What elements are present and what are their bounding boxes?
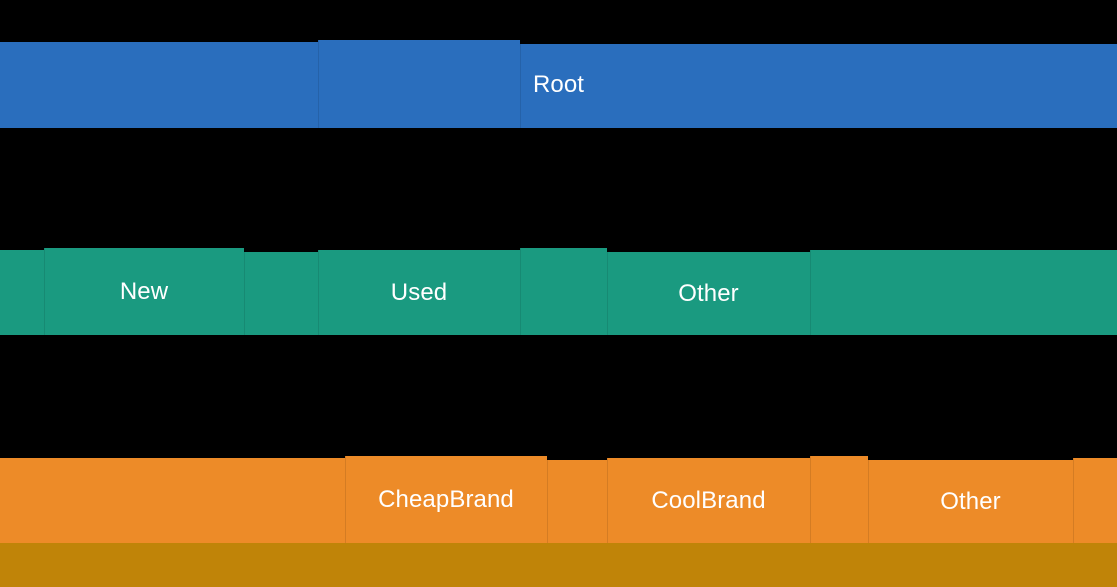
icicle-node-brand-level-2[interactable]: [547, 460, 607, 543]
icicle-node-new[interactable]: New: [44, 248, 244, 335]
icicle-level-root-level: Root: [0, 40, 1117, 128]
icicle-node-brand-level-0[interactable]: [0, 458, 345, 543]
icicle-node-root-level-2[interactable]: [520, 44, 1117, 128]
icicle-node-condition-level-4[interactable]: [520, 248, 607, 335]
icicle-node-root-level-1[interactable]: [318, 40, 520, 128]
icicle-node-label: Used: [390, 278, 448, 306]
icicle-level-brand-level: CheapBrand CoolBrand Other: [0, 456, 1117, 543]
icicle-node-used[interactable]: Used: [318, 250, 520, 335]
icicle-node-condition-level-6[interactable]: [810, 250, 1117, 335]
icicle-level-leaf-level: [0, 543, 1117, 587]
icicle-node-brand-level-6[interactable]: [1073, 458, 1117, 543]
icicle-node-condition-level-2[interactable]: [244, 252, 318, 335]
icicle-node-root-level-0[interactable]: [0, 42, 318, 128]
icicle-node-brand-level-4[interactable]: [810, 456, 868, 543]
icicle-node-cheapbrand[interactable]: CheapBrand: [345, 456, 547, 543]
icicle-node-leaf-level-0[interactable]: [0, 543, 1117, 587]
icicle-node-label: CheapBrand: [378, 485, 514, 513]
icicle-node-other[interactable]: Other: [868, 460, 1073, 543]
icicle-node-label: Other: [940, 487, 1001, 515]
icicle-node-label: New: [119, 277, 169, 305]
icicle-node-other[interactable]: Other: [607, 252, 810, 335]
icicle-node-coolbrand[interactable]: CoolBrand: [607, 458, 810, 543]
icicle-node-label: CoolBrand: [651, 486, 766, 514]
icicle-node-condition-level-0[interactable]: [0, 250, 44, 335]
icicle-level-condition-level: New Used Other: [0, 248, 1117, 335]
icicle-node-label: Other: [678, 279, 739, 307]
